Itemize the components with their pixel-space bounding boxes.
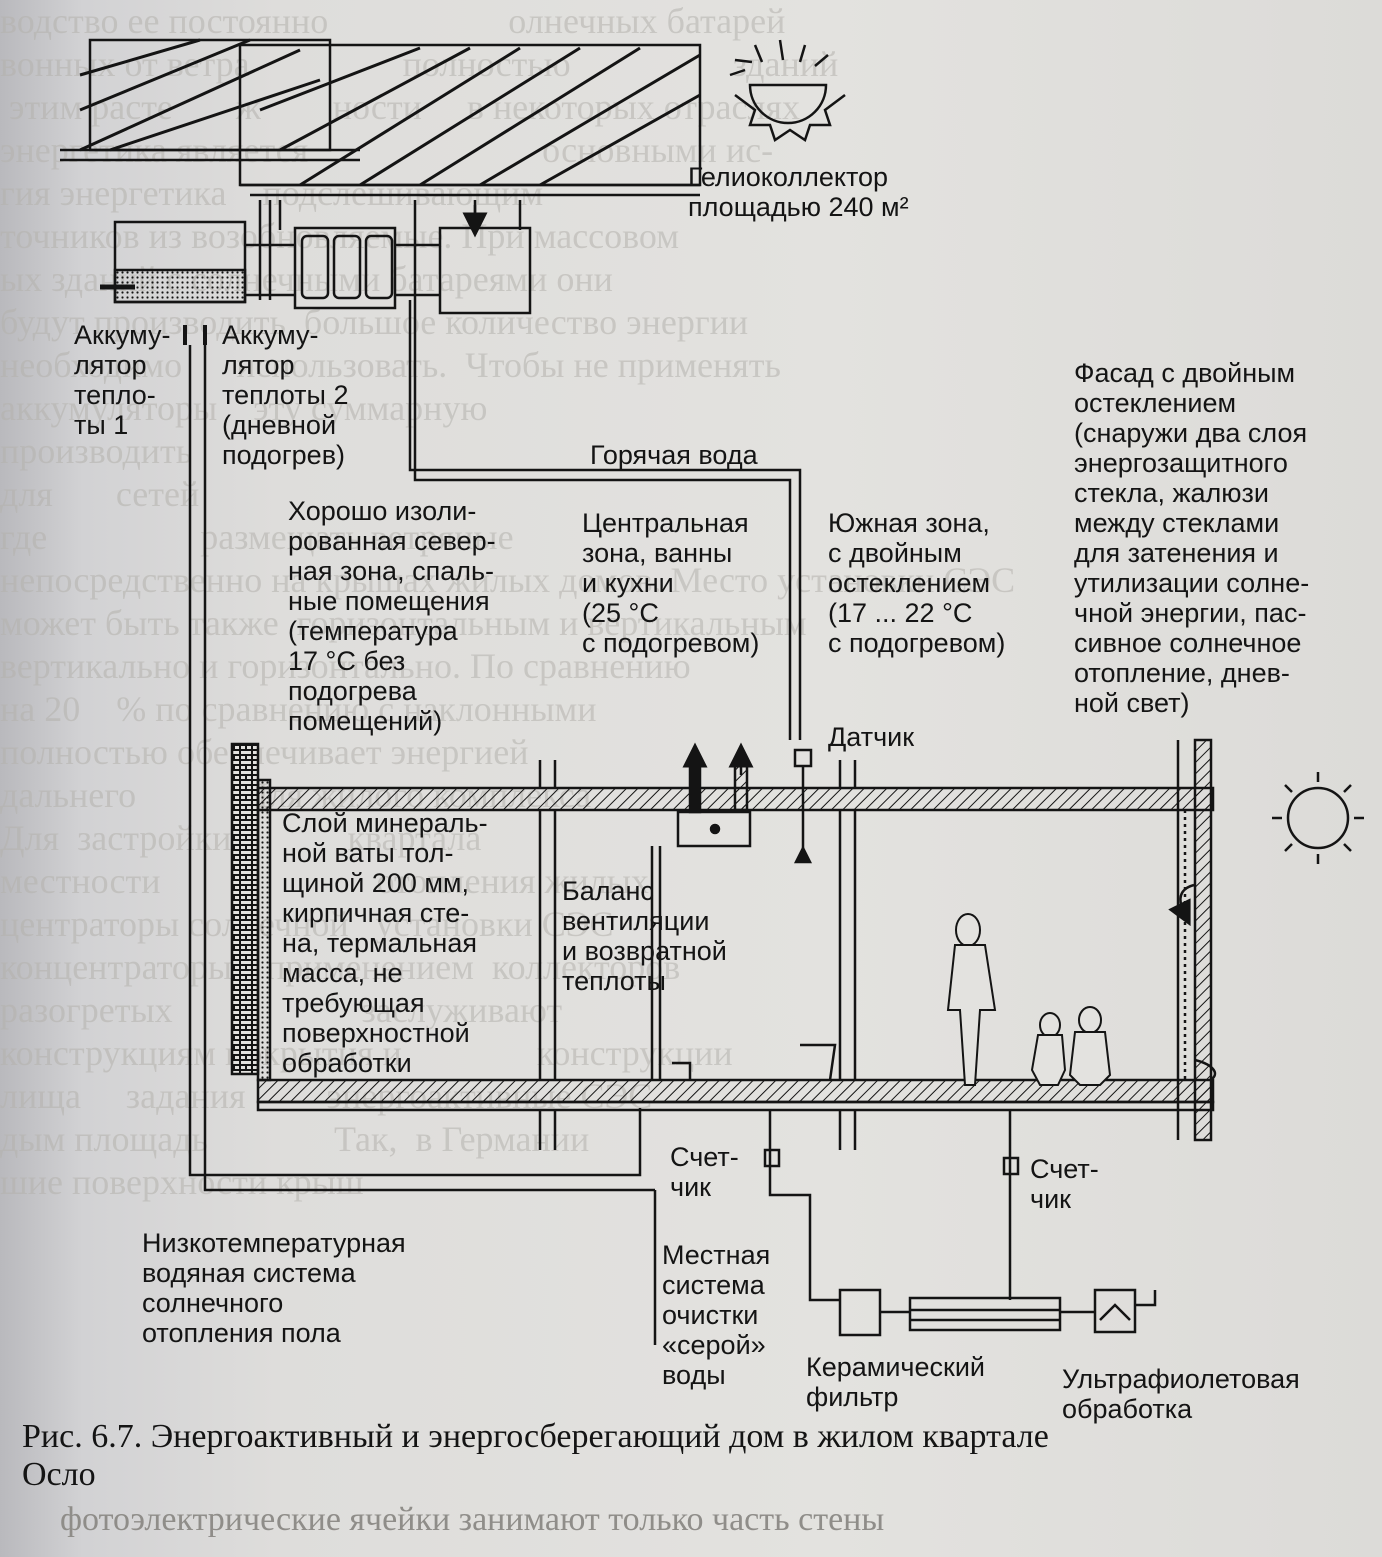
- label-facade: Фасад с двойным остеклением (снаружи два…: [1074, 358, 1310, 718]
- sun-right: [1272, 772, 1364, 864]
- people: [946, 913, 1112, 1086]
- pipes: [188, 300, 802, 1192]
- label-ceramic-filter: Керамический фильтр: [806, 1352, 985, 1412]
- floor-slab: [256, 1078, 1215, 1104]
- south-facade: [1193, 738, 1213, 1142]
- uv-unit: [908, 1296, 1062, 1332]
- label-hot-water: Горячая вода: [590, 440, 758, 470]
- label-grey-water: Местная система очистки «серой» воды: [662, 1240, 771, 1390]
- label-ventilation: Баланс вентиляции и возвратной теплоты: [562, 876, 727, 996]
- ceramic-filter-box: [838, 1288, 882, 1337]
- label-south-zone: Южная зона, с двойным остеклением (17 ..…: [828, 508, 1006, 658]
- label-uv-treatment: Ультрафиолетовая обработка: [1062, 1364, 1300, 1424]
- meter-2-box: [1002, 1156, 1020, 1176]
- label-mineral-wool: Слой минераль- ной ваты тол- щиной 200 м…: [282, 808, 488, 1078]
- label-central-zone: Центральная зона, ванны и кухни (25 °С с…: [582, 508, 760, 658]
- north-brick-wall: [230, 742, 260, 1076]
- label-meter-1: Счет- чик: [670, 1142, 739, 1202]
- background-bottom-text: фотоэлектрические ячейки занимают только…: [60, 1501, 885, 1538]
- label-sensor: Датчик: [828, 722, 915, 752]
- meter-1-box: [763, 1148, 781, 1168]
- solar-collectors: [60, 38, 702, 197]
- sun-top: [729, 39, 846, 142]
- label-accumulator-1: Аккуму- лятор тепло- ты 1: [74, 320, 171, 440]
- uv-box: [1093, 1288, 1137, 1334]
- label-north-zone: Хорошо изоли- рованная север- ная зона, …: [288, 496, 496, 736]
- water-treatment: [653, 1110, 1157, 1345]
- heat-accumulators: [100, 200, 532, 345]
- accumulator-2-tanks: [293, 226, 397, 310]
- label-accumulator-2: Аккуму- лятор теплоты 2 (дневной подогре…: [222, 320, 349, 470]
- hot-water-tank: [438, 226, 532, 315]
- label-collector: Гелиоколлектор площадью 240 м²: [688, 162, 909, 222]
- label-floor-heating: Низкотемпературная водяная система солне…: [142, 1228, 406, 1348]
- label-meter-2: Счет- чик: [1030, 1154, 1099, 1214]
- building-section: [230, 738, 1217, 1150]
- sensor-box: [793, 748, 813, 768]
- figure-caption: Рис. 6.7. Энергоактивный и энергосберега…: [22, 1418, 1049, 1493]
